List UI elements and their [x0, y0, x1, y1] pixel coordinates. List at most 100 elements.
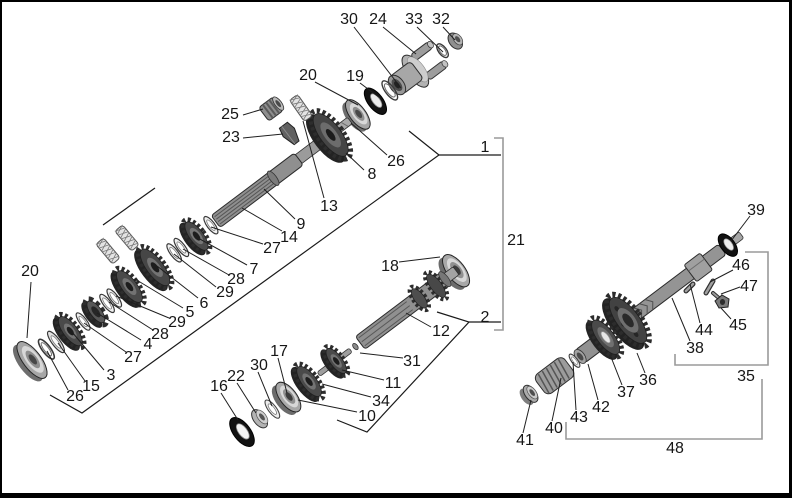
callout-26-lower: 26: [66, 388, 84, 405]
bearing-20-upper: [342, 99, 371, 132]
callout-24: 24: [369, 11, 387, 28]
callout-29-upper: 29: [216, 284, 234, 301]
callout-41: 41: [516, 432, 534, 449]
shift-spring-left-b: [114, 224, 139, 251]
bush-22: [251, 409, 269, 429]
washer-29-lower: [106, 288, 123, 308]
callout-33: 33: [405, 11, 423, 28]
callout-27-lower: 27: [124, 349, 142, 366]
callout-28-upper: 28: [227, 271, 245, 288]
bracket-48: [565, 379, 763, 440]
washer-27-upper: [203, 215, 219, 235]
leader-lines: [26, 26, 751, 434]
callout-23: 23: [222, 129, 240, 146]
bearing-17: [271, 381, 302, 415]
callout-46: 46: [732, 257, 750, 274]
callout-42: 42: [592, 399, 610, 416]
pin-46: [703, 278, 716, 296]
callout-30-top: 30: [340, 11, 358, 28]
bearing-20-lower: [12, 341, 48, 382]
output-flange-24: [387, 41, 449, 96]
ring-26-lower: [37, 338, 56, 360]
callout-20-lower: 20: [21, 263, 39, 280]
detent-23: [278, 121, 300, 146]
callout-22: 22: [227, 368, 245, 385]
o-ring-33: [436, 43, 449, 59]
callout-16: 16: [210, 378, 228, 395]
washer-30-lower: [264, 399, 281, 419]
bracket-group-1: [49, 130, 440, 414]
gear-3: [52, 311, 87, 351]
diagram-canvas: 30 24 33 32 20 19 25 23 26 8 13 9 14 27 …: [12, 11, 769, 457]
callout-2: 2: [481, 309, 490, 326]
oil-seal-16: [229, 416, 255, 448]
o-ring-30-upper: [381, 80, 399, 101]
callout-20-top: 20: [299, 67, 317, 84]
washer-15: [46, 330, 66, 354]
callout-21: 21: [507, 232, 525, 249]
bushing-25: [259, 96, 285, 121]
callout-37: 37: [617, 384, 635, 401]
callout-29-lower: 29: [168, 314, 186, 331]
pawl-45: [714, 294, 730, 309]
callout-8: 8: [368, 166, 377, 183]
callout-44: 44: [695, 322, 713, 339]
bush-41: [519, 384, 539, 405]
callout-1: 1: [481, 139, 490, 156]
callout-9: 9: [297, 216, 306, 233]
callout-4: 4: [144, 336, 153, 353]
gear-36: [602, 291, 652, 350]
main-shaft-assembly: [12, 32, 464, 382]
callout-14: 14: [280, 229, 298, 246]
callout-25: 25: [221, 106, 239, 123]
callouts: 30 24 33 32 20 19 25 23 26 8 13 9 14 27 …: [21, 11, 765, 457]
callout-28-lower: 28: [151, 326, 169, 343]
countershaft-assembly: [229, 254, 471, 448]
callout-48: 48: [666, 440, 684, 457]
callout-36: 36: [639, 372, 657, 389]
kick-shaft-38: [631, 232, 744, 321]
callout-45: 45: [729, 317, 747, 334]
gear-10: [290, 361, 326, 402]
callout-11: 11: [385, 375, 402, 392]
callout-30-lower: 30: [250, 357, 268, 374]
gear-5: [110, 265, 147, 308]
callout-34: 34: [372, 393, 390, 410]
gear-11: [320, 344, 351, 379]
kickstart-assembly: [519, 232, 744, 405]
callout-12: 12: [432, 323, 450, 340]
bracket-21: [494, 137, 504, 331]
callout-35: 35: [737, 368, 755, 385]
callout-7: 7: [250, 261, 259, 278]
callout-18: 18: [381, 258, 399, 275]
callout-40: 40: [545, 420, 563, 437]
pin-44: [683, 281, 696, 294]
callout-26-upper: 26: [387, 153, 405, 170]
countershaft-12: [356, 267, 459, 349]
callout-3: 3: [107, 367, 116, 384]
callout-32: 32: [432, 11, 450, 28]
callout-15: 15: [82, 378, 100, 395]
callout-43: 43: [570, 409, 588, 426]
oil-seal-19: [363, 87, 387, 115]
circlip-28-lower: [99, 293, 115, 314]
callout-31: 31: [403, 353, 421, 370]
bracket-35: [674, 251, 769, 366]
gear-8: [305, 108, 354, 163]
callout-6: 6: [200, 295, 209, 312]
group-brackets: [49, 130, 769, 440]
callout-47: 47: [740, 278, 758, 295]
callout-13: 13: [320, 198, 338, 215]
gear-7: [179, 217, 213, 256]
bracket-springs: [102, 187, 156, 226]
callout-19: 19: [346, 68, 364, 85]
washer-43: [568, 353, 581, 368]
oil-seal-39: [717, 233, 738, 257]
callout-5: 5: [186, 304, 195, 321]
callout-39: 39: [747, 202, 765, 219]
shift-spring-left-a: [95, 237, 120, 264]
return-spring-40: [534, 357, 575, 395]
callout-17: 17: [270, 343, 288, 360]
callout-38: 38: [686, 340, 704, 357]
